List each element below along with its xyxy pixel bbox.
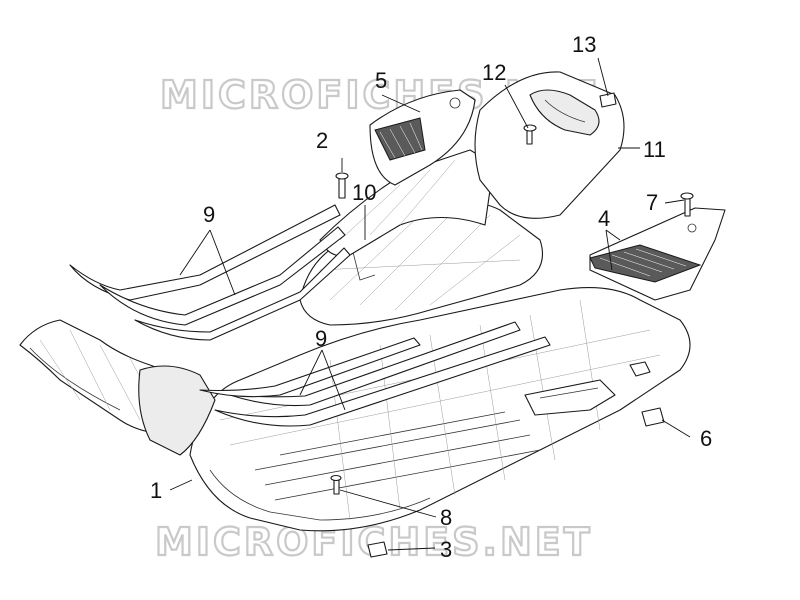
callout-13: 13	[572, 32, 596, 57]
watermark-bottom: MICROFICHES.NET	[155, 520, 593, 564]
clip-part-6	[641, 407, 665, 427]
callout-7: 7	[646, 190, 658, 215]
leader-lines	[169, 57, 691, 551]
callout-1: 1	[150, 478, 162, 503]
step-pad-part-5	[369, 89, 476, 186]
screw-part-2	[335, 172, 349, 199]
right-footpad-part-4	[589, 207, 726, 301]
callout-3: 3	[440, 537, 452, 562]
screw-part-8	[330, 474, 342, 495]
callout-11: 11	[643, 137, 666, 162]
callout-10: 10	[352, 180, 376, 205]
callout-8: 8	[440, 505, 452, 530]
callout-4: 4	[598, 206, 610, 231]
callout-2: 2	[316, 128, 328, 153]
strip-rails-part-9-lower	[199, 321, 551, 427]
glovebox-panel-part-11	[474, 71, 625, 219]
callout-9-lower: 9	[315, 326, 327, 351]
clip-part-3	[367, 541, 388, 558]
callout-9-upper: 9	[203, 202, 215, 227]
callout-labels: 1 2 3 4 5 6 7 8 9 9 10 11 12 13	[150, 32, 712, 562]
main-footboard-part-1	[189, 286, 691, 532]
strip-rails-part-9-upper	[69, 204, 351, 341]
callout-6: 6	[700, 426, 712, 451]
callout-12: 12	[482, 60, 506, 85]
left-wing-panel	[19, 319, 216, 456]
callout-5: 5	[375, 68, 387, 93]
screw-part-7	[680, 192, 694, 217]
clip-part-13	[599, 92, 617, 108]
